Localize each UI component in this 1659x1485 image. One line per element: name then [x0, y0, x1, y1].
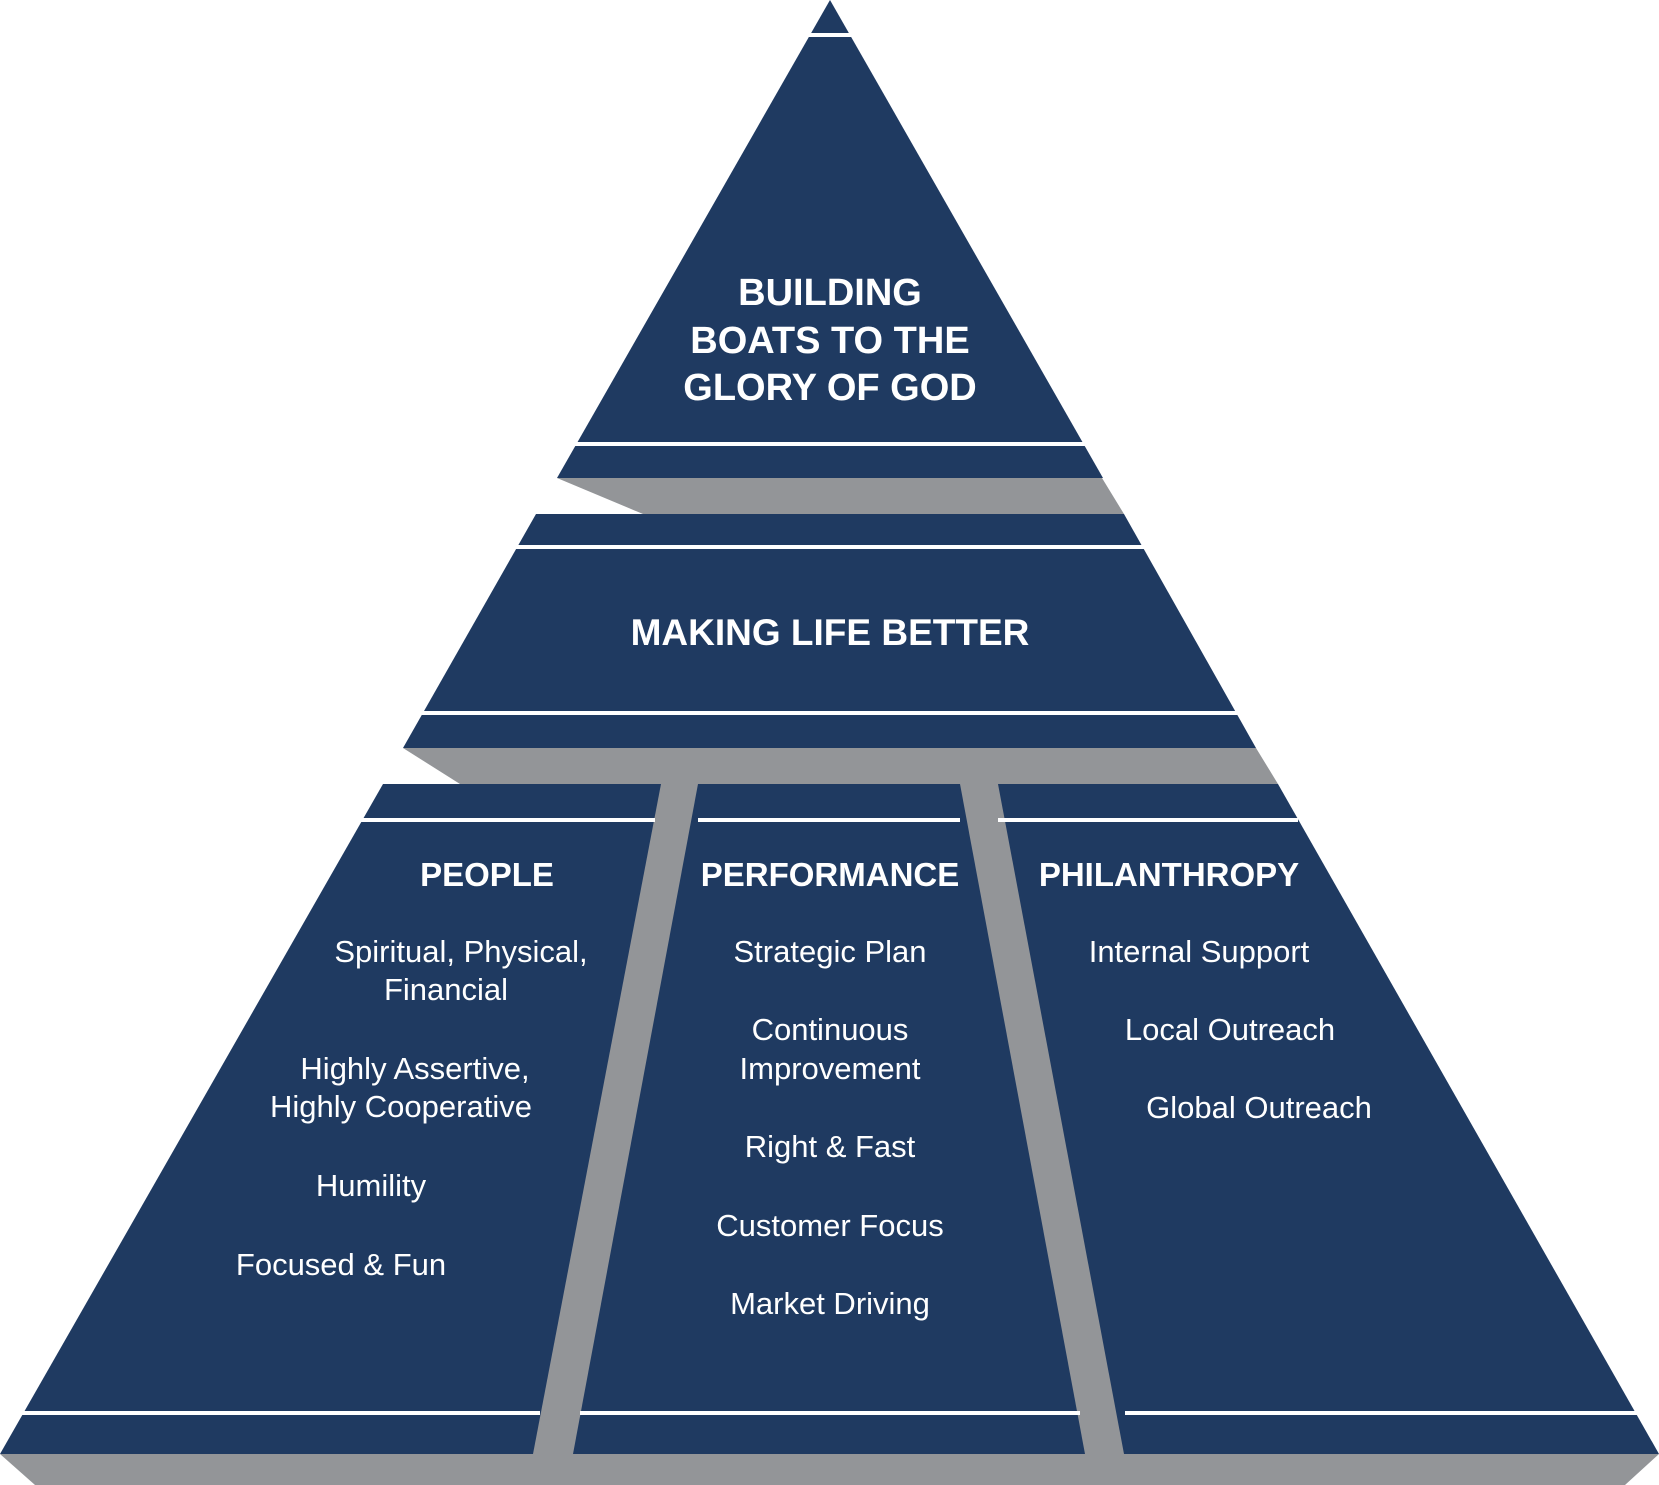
performance-item-5: Market Driving [730, 1286, 930, 1321]
philanthropy-line-lower [1125, 1411, 1640, 1415]
performance-line-lower [580, 1411, 1080, 1415]
performance-item-2-line-2: Improvement [740, 1051, 921, 1086]
top-tier-line-upper [800, 33, 860, 37]
philanthropy-item-3: Global Outreach [1146, 1090, 1372, 1125]
performance-line-upper [698, 818, 960, 822]
middle-tier-line-lower [420, 711, 1240, 715]
top-tier-line-lower [555, 442, 1105, 446]
top-tier: BUILDING BOATS TO THE GLORY OF GOD [555, 0, 1105, 478]
bottom-tier: PEOPLE PERFORMANCE PHILANTHROPY Spiritua… [0, 784, 1659, 1454]
pillar-divider-right [960, 784, 1124, 1454]
bottom-tier-shadow [0, 1454, 1659, 1485]
middle-tier: MAKING LIFE BETTER [403, 514, 1256, 748]
pillar-divider-left [533, 784, 698, 1454]
people-item-4: Focused & Fun [236, 1247, 446, 1282]
top-tier-title-line-1: BUILDING [738, 272, 922, 314]
philanthropy-item-1: Internal Support [1089, 934, 1310, 969]
people-item-3: Humility [316, 1168, 427, 1203]
pyramid-shadows [0, 478, 1659, 1485]
performance-item-2-line-1: Continuous [752, 1012, 909, 1047]
performance-item-3: Right & Fast [745, 1129, 916, 1164]
performance-item-4: Customer Focus [716, 1208, 943, 1243]
middle-tier-shadow [403, 748, 1278, 784]
middle-tier-title: MAKING LIFE BETTER [631, 612, 1030, 653]
people-item-1-line-1: Spiritual, Physical, [334, 934, 587, 969]
middle-tier-line-upper [515, 545, 1145, 549]
people-item-1-line-2: Financial [384, 972, 508, 1007]
middle-tier-shape [403, 514, 1256, 748]
performance-title: PERFORMANCE [701, 856, 960, 893]
top-tier-shape [557, 0, 1103, 478]
performance-item-1: Strategic Plan [734, 934, 927, 969]
philanthropy-title: PHILANTHROPY [1039, 856, 1299, 893]
top-tier-shadow [557, 478, 1124, 514]
philanthropy-item-2: Local Outreach [1125, 1012, 1335, 1047]
top-tier-title-line-3: GLORY OF GOD [683, 367, 976, 409]
bottom-tier-shape [0, 784, 1659, 1454]
people-line-upper [360, 818, 655, 822]
people-item-2-line-2: Highly Cooperative [270, 1089, 532, 1124]
people-title: PEOPLE [420, 856, 554, 893]
top-tier-title-line-2: BOATS TO THE [690, 320, 969, 362]
people-line-lower [20, 1411, 540, 1415]
philanthropy-line-upper [998, 818, 1298, 822]
people-item-2-line-1: Highly Assertive, [300, 1051, 529, 1086]
